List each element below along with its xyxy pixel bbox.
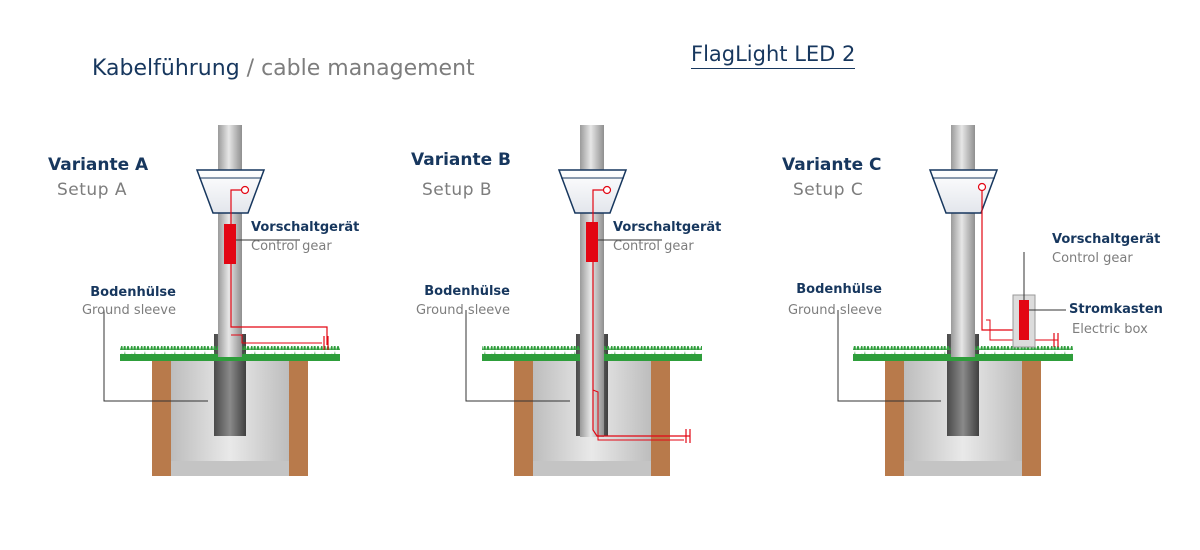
page-title: Kabelführung / cable management	[92, 56, 475, 81]
variant-b-title: Variante B	[411, 150, 512, 170]
soil-left-a	[152, 361, 171, 476]
variant-a-gear-en: Control gear	[251, 239, 332, 254]
variant-b-gear-de: Vorschaltgerät	[613, 220, 722, 235]
soil-left-c	[885, 361, 904, 476]
control-gear-a	[224, 224, 236, 264]
title-en: cable management	[261, 56, 475, 81]
grass-a	[120, 354, 340, 361]
variant-c-gear-en: Control gear	[1052, 251, 1133, 266]
gravel-b	[533, 461, 651, 476]
variant-b-diagram	[465, 125, 702, 476]
gravel-c	[904, 461, 1022, 476]
variant-a-sleeve-de: Bodenhülse	[90, 285, 176, 300]
variant-a-diagram	[103, 125, 340, 476]
sleeve-leader-b	[465, 310, 570, 402]
variant-a-gear-de: Vorschaltgerät	[251, 220, 360, 235]
soil-right-c	[1022, 361, 1041, 476]
sleeve-leader-c	[837, 310, 941, 402]
cable-b	[592, 189, 690, 437]
product-name: FlagLight LED 2	[691, 42, 856, 69]
cable-c	[981, 191, 1014, 331]
soil-right-a	[289, 361, 308, 476]
grass-c	[853, 354, 1073, 361]
soil-right-b	[651, 361, 670, 476]
variant-c-box-en: Electric box	[1072, 322, 1148, 337]
title-separator: /	[239, 56, 262, 81]
variant-b-setup: Setup B	[422, 180, 493, 200]
variant-c-gear-de: Vorschaltgerät	[1052, 232, 1161, 247]
variant-c-setup: Setup C	[793, 180, 864, 200]
variant-c-sleeve-de: Bodenhülse	[796, 282, 882, 297]
pole-c	[951, 125, 975, 357]
gravel-a	[171, 461, 289, 476]
control-gear-c	[1019, 300, 1029, 340]
title-de: Kabelführung	[92, 56, 240, 81]
variant-b-sleeve-en: Ground sleeve	[415, 303, 510, 318]
variant-a-title: Variante A	[48, 155, 149, 175]
variant-b-sleeve-de: Bodenhülse	[424, 284, 510, 299]
control-gear-b	[586, 222, 598, 262]
variant-c-box-de: Stromkasten	[1069, 302, 1163, 317]
variant-b-gear-en: Control gear	[613, 239, 694, 254]
luminaire-head-c	[928, 169, 999, 214]
variant-c-sleeve-en: Ground sleeve	[787, 303, 882, 318]
variant-a-sleeve-en: Ground sleeve	[81, 303, 176, 318]
variant-c-diagram	[837, 125, 1073, 476]
variant-a-setup: Setup A	[57, 180, 128, 200]
soil-left-b	[514, 361, 533, 476]
sleeve-leader-a	[103, 310, 208, 402]
variant-c-title: Variante C	[782, 155, 882, 175]
cable-a	[230, 189, 328, 345]
